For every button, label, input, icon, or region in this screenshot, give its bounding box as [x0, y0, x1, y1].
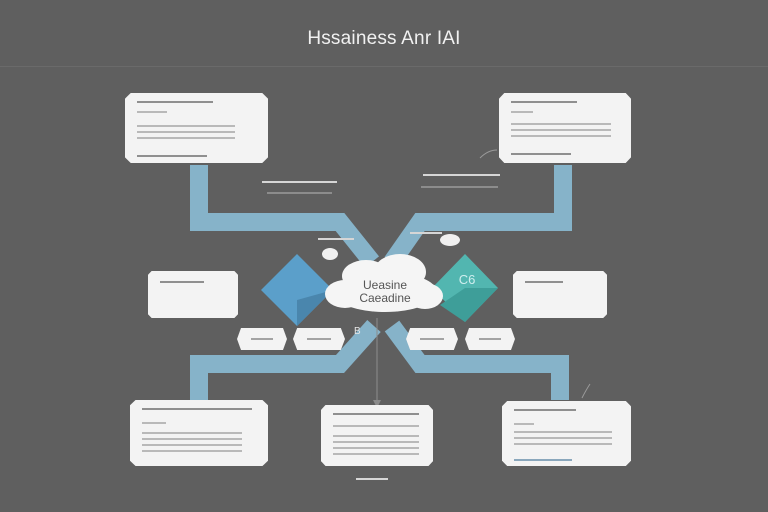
diagram-title: Hssainess Anr IAI	[307, 28, 461, 49]
card-mid-right	[513, 271, 607, 318]
card-bottom-left	[130, 400, 268, 466]
bubble-left	[322, 248, 338, 260]
diamond-right-badge: C6	[458, 272, 476, 287]
bubble-right-line	[410, 232, 442, 234]
caption-left-line-1	[262, 181, 337, 183]
chip-left-1	[237, 328, 287, 350]
card-bottom-center	[321, 405, 433, 466]
cloud-label-line-2: Caeadine	[359, 291, 411, 305]
chip-right-2	[465, 328, 515, 350]
diamond-left-shade	[297, 290, 333, 326]
caption-left-line-2	[267, 192, 332, 194]
bubble-right	[440, 234, 460, 246]
diamond-right-shade	[440, 288, 498, 322]
connector-bottom-left	[190, 319, 381, 400]
caption-right-line-1	[423, 174, 500, 176]
caption-right-line-2	[421, 186, 498, 188]
card-top-left	[125, 93, 268, 163]
footer-caption-line	[356, 478, 388, 480]
cloud-label-line-1: Ueasine	[362, 278, 408, 292]
card-top-right	[499, 93, 631, 163]
connector-top-right	[384, 165, 572, 268]
card-mid-left	[148, 271, 238, 318]
chip-left-2	[293, 328, 345, 350]
cloud-label: Ueasine Caeadine	[340, 279, 430, 305]
title-divider	[0, 66, 768, 67]
bubble-left-line	[318, 238, 354, 240]
chip-right-1	[406, 328, 458, 350]
pointer-arrow	[373, 400, 381, 408]
card-bottom-right	[502, 401, 631, 466]
connector-bottom-right	[384, 320, 569, 400]
annotation-curl-top-right	[479, 149, 498, 159]
center-glyph: B	[354, 326, 361, 337]
annotation-curl-bottom-right	[581, 383, 591, 399]
connector-top-left	[190, 165, 380, 268]
cloud-shape	[325, 254, 443, 312]
